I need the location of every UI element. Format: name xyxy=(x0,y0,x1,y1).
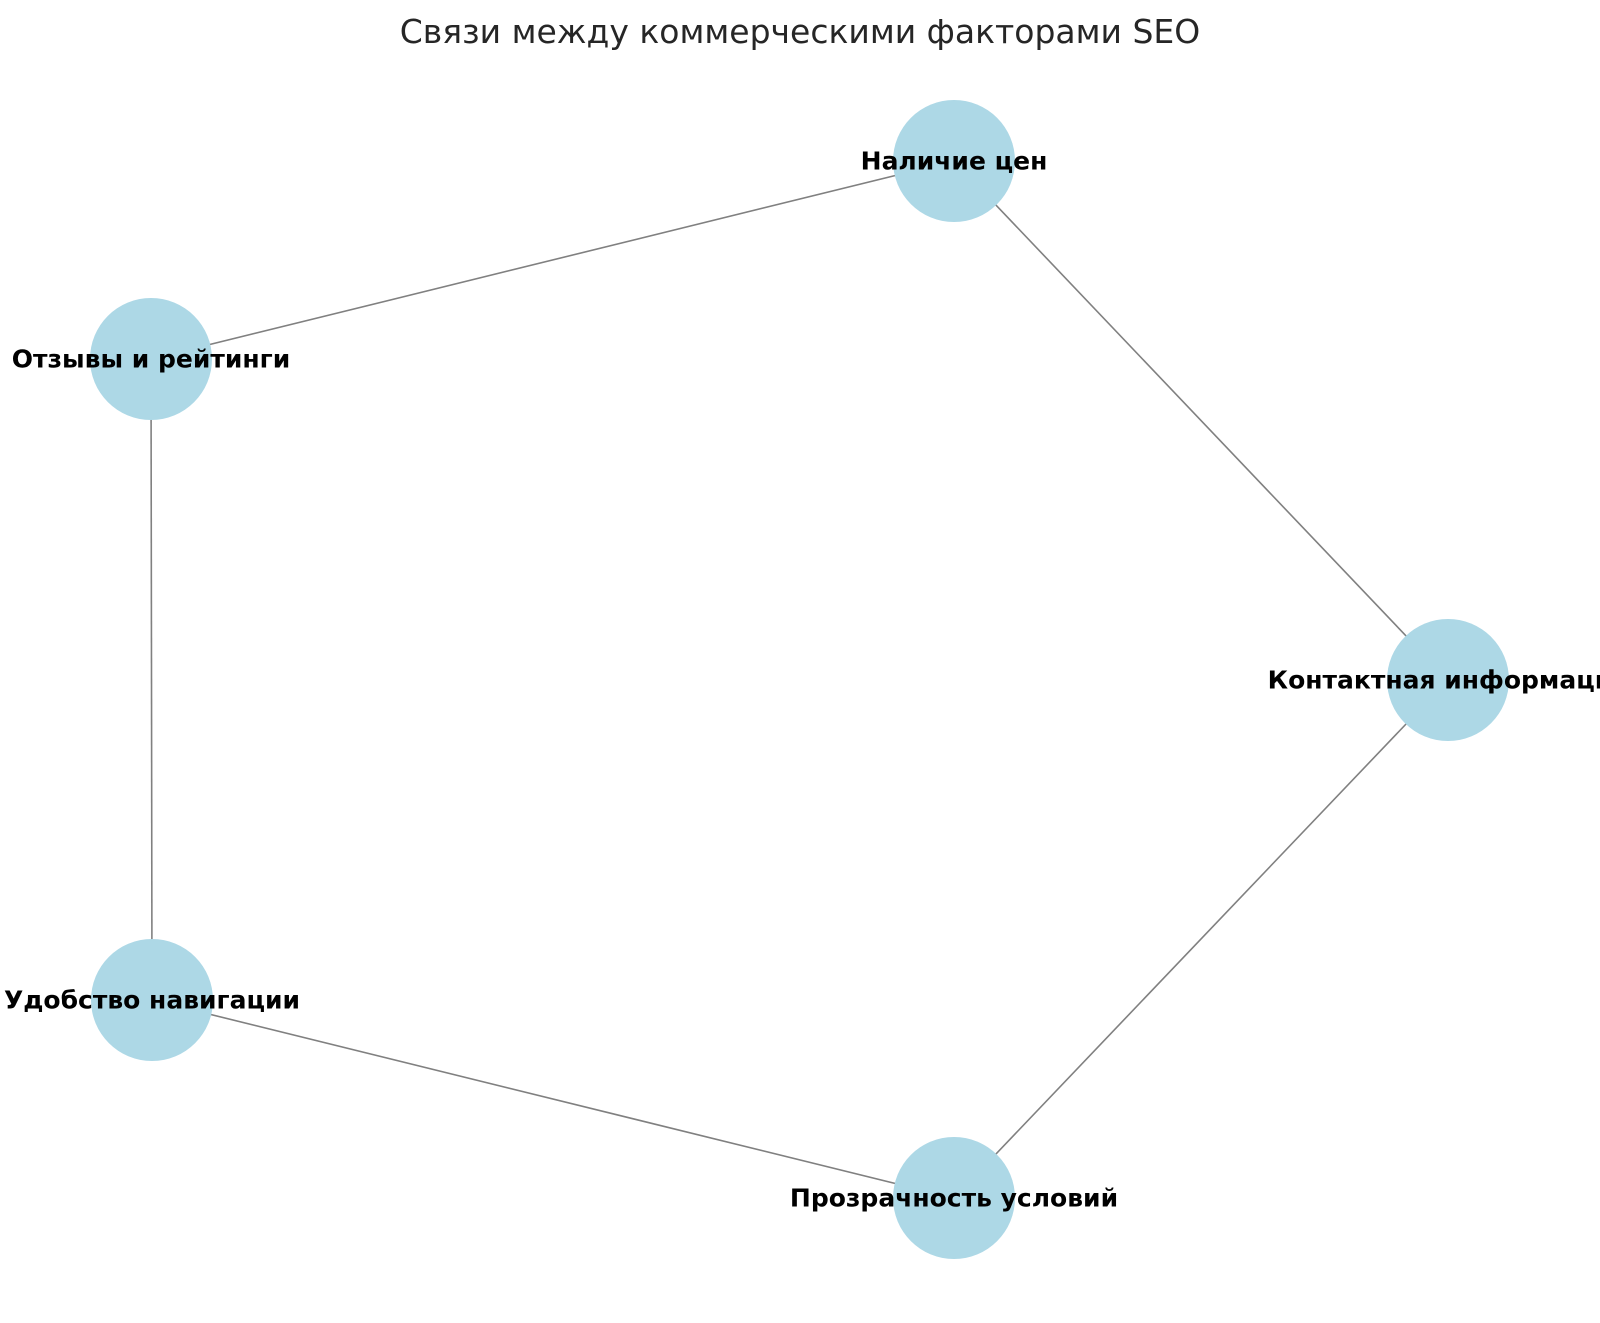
node-layer xyxy=(90,100,1509,1259)
graph-node-contacts xyxy=(1387,619,1509,741)
graph-node-transparency xyxy=(893,1137,1015,1259)
edge-layer xyxy=(150,160,1449,1199)
graph-edge-reviews-navigation xyxy=(150,358,153,1001)
graph-node-reviews xyxy=(90,298,212,420)
node-label-navigation: Удобство навигации xyxy=(3,985,301,1015)
graph-edge-prices-reviews xyxy=(150,160,955,360)
graph-edge-transparency-contacts xyxy=(953,679,1449,1199)
node-label-prices: Наличие цен xyxy=(860,146,1048,176)
graph-node-prices xyxy=(893,100,1015,222)
node-label-transparency: Прозрачность условий xyxy=(789,1183,1119,1213)
graph-edge-prices-contacts xyxy=(953,160,1449,681)
node-label-contacts: Контактная информация xyxy=(1267,665,1600,695)
graph-node-navigation xyxy=(91,939,213,1061)
graph-edge-navigation-transparency xyxy=(151,999,955,1199)
chart-title: Связи между коммерческими факторами SEO xyxy=(399,12,1201,51)
node-label-reviews: Отзывы и рейтинги xyxy=(11,344,291,374)
